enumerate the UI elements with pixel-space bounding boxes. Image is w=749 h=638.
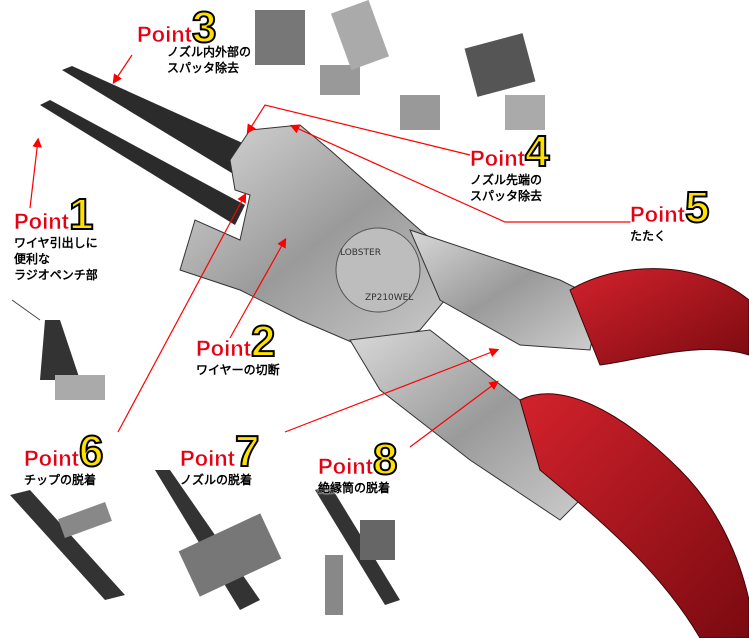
stamp-brand: LOBSTER	[340, 248, 381, 258]
upper-arm	[409, 229, 601, 351]
nozzle-photo-1	[255, 10, 360, 95]
photo-8	[315, 485, 400, 615]
nozzle-photo-3	[464, 33, 545, 130]
callout-arrows	[29, 54, 632, 448]
upper-jaw	[62, 66, 258, 178]
stamp-seal	[335, 227, 421, 313]
stamp-model: ZP210WEL	[365, 293, 413, 303]
photo-7	[155, 470, 282, 610]
lower-handle	[519, 393, 749, 638]
lower-jaw	[40, 100, 245, 225]
nozzle-photo-2	[330, 0, 440, 130]
tip-photo	[11, 299, 105, 400]
upper-handle	[569, 268, 749, 366]
photo-6	[10, 490, 125, 600]
